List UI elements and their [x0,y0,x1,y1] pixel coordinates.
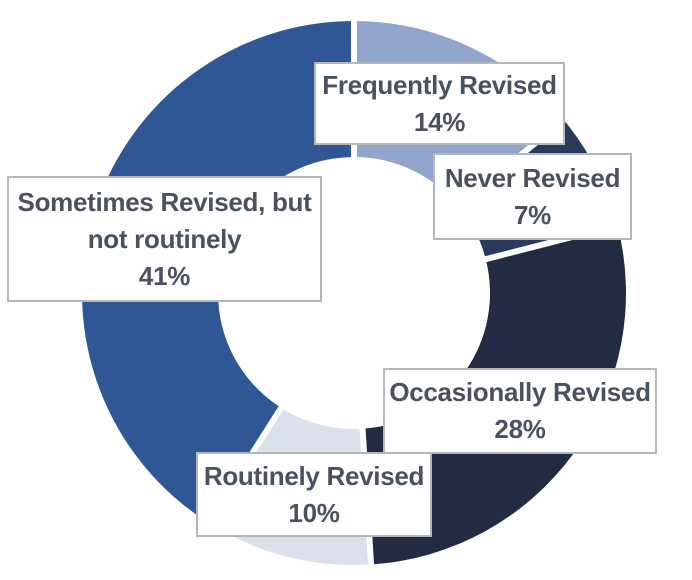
data-label-percent: 7% [514,199,551,230]
data-label-category: Occasionally Revised [389,377,651,407]
data-label-percent: 10% [288,497,340,528]
data-label-routinely-revised: Routinely Revised 10% [196,452,432,537]
data-label-frequently-revised: Frequently Revised 14% [314,62,565,145]
data-label-sometimes-revised: Sometimes Revised, but not routinely 41% [7,176,322,302]
data-label-category: Sometimes Revised, but [17,186,312,217]
data-label-category: Routinely Revised [203,460,425,491]
data-label-percent: 14% [413,106,466,137]
data-label-percent: 41% [138,260,191,291]
data-label-category: Never Revised [444,162,621,193]
data-label-percent: 28% [494,414,546,444]
data-label-category: not routinely [87,223,242,254]
data-label-category: Frequently Revised [322,69,557,100]
data-label-occasionally-revised: Occasionally Revised 28% [383,368,657,454]
data-label-never-revised: Never Revised 7% [433,153,632,240]
